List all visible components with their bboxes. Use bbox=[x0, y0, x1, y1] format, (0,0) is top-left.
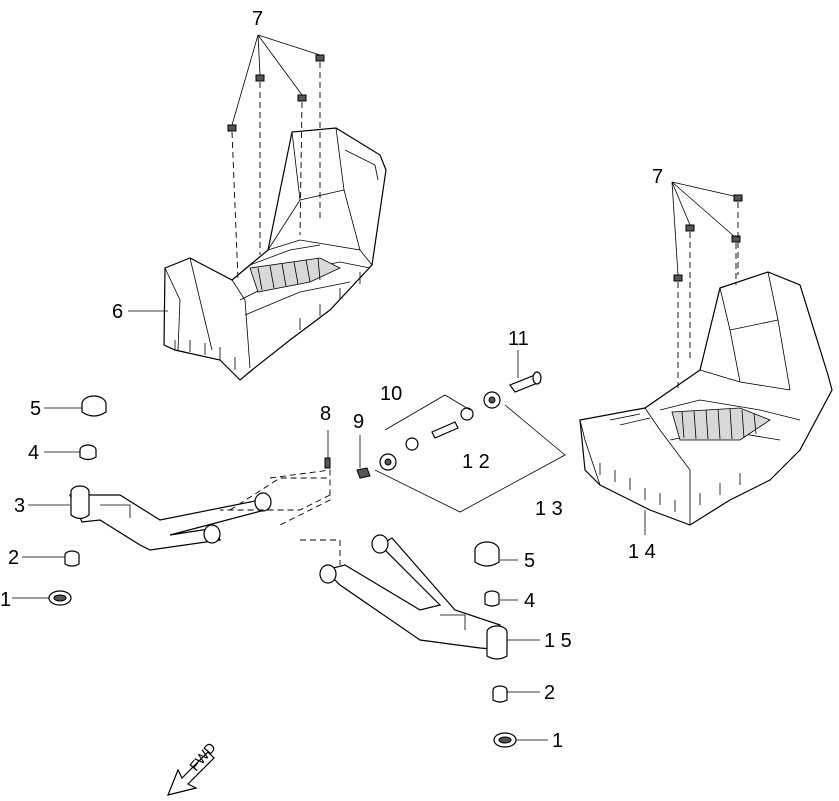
forward-direction-arrow bbox=[167, 751, 215, 796]
right-footwell-part bbox=[579, 271, 833, 526]
callout-4-right: 4 bbox=[524, 590, 535, 612]
callout-1-left: 1 bbox=[0, 589, 11, 611]
callout-14: 1 4 bbox=[628, 541, 656, 563]
callout-10: 10 bbox=[380, 383, 402, 405]
fastener-group-top bbox=[227, 34, 325, 281]
callout-6: 6 bbox=[112, 301, 123, 323]
callout-1-right: 1 bbox=[552, 730, 563, 752]
callout-2-left: 2 bbox=[8, 547, 19, 569]
callout-15: 1 5 bbox=[544, 630, 572, 652]
left-footwell-part bbox=[163, 127, 387, 381]
center-hardware bbox=[220, 371, 566, 565]
callout-11: 11 bbox=[508, 328, 529, 350]
callout-12: 1 2 bbox=[462, 451, 490, 473]
leader-lines bbox=[12, 310, 646, 741]
callout-9: 9 bbox=[353, 411, 364, 433]
left-a-arm-assembly bbox=[48, 395, 272, 606]
fastener-group-right bbox=[671, 181, 743, 390]
fwd-label: FWD bbox=[186, 739, 219, 774]
callout-7-top: 7 bbox=[252, 8, 263, 30]
callout-4-left: 4 bbox=[28, 442, 39, 464]
callout-2-right: 2 bbox=[544, 682, 555, 704]
right-a-arm-assembly bbox=[319, 534, 517, 748]
callout-13: 1 3 bbox=[535, 498, 563, 520]
callout-5-right: 5 bbox=[524, 550, 535, 572]
callout-7-right: 7 bbox=[652, 166, 663, 188]
callout-5-left: 5 bbox=[30, 398, 41, 420]
callout-8: 8 bbox=[320, 403, 331, 425]
callout-labels: 7 7 6 5 4 3 2 1 8 9 10 11 1 2 1 3 1 4 5 … bbox=[0, 8, 663, 774]
callout-3: 3 bbox=[14, 495, 25, 517]
